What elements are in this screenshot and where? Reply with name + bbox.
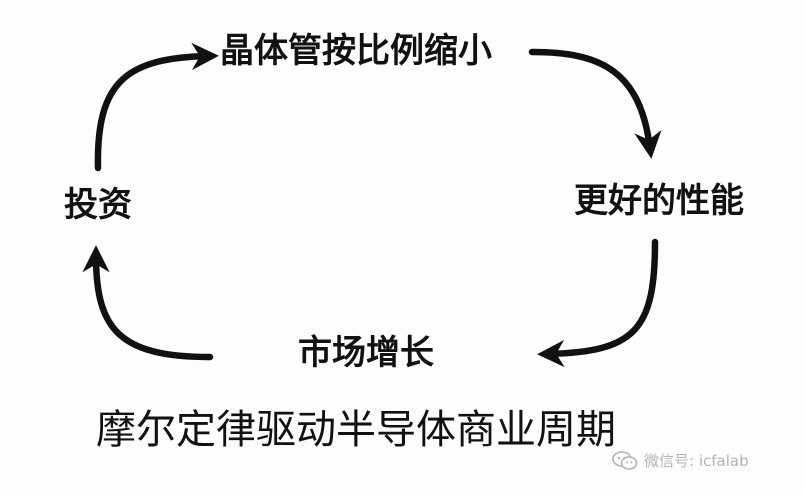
diagram-caption: 摩尔定律驱动半导体商业周期 (96, 407, 616, 453)
node-investment: 投资 (64, 185, 132, 225)
node-better-performance: 更好的性能 (574, 181, 744, 221)
arrow-left-to-top (94, 42, 219, 172)
arrow-right-to-bottom (537, 238, 659, 368)
watermark: 微信号: icfalab (612, 450, 749, 471)
watermark-text: 微信号: icfalab (644, 452, 749, 470)
wechat-icon (612, 450, 638, 471)
node-market-growth: 市场增长 (298, 333, 434, 373)
arrow-top-to-right (528, 48, 662, 159)
arrow-bottom-to-left (82, 245, 214, 361)
node-transistor-scaling: 晶体管按比例缩小 (220, 31, 492, 71)
